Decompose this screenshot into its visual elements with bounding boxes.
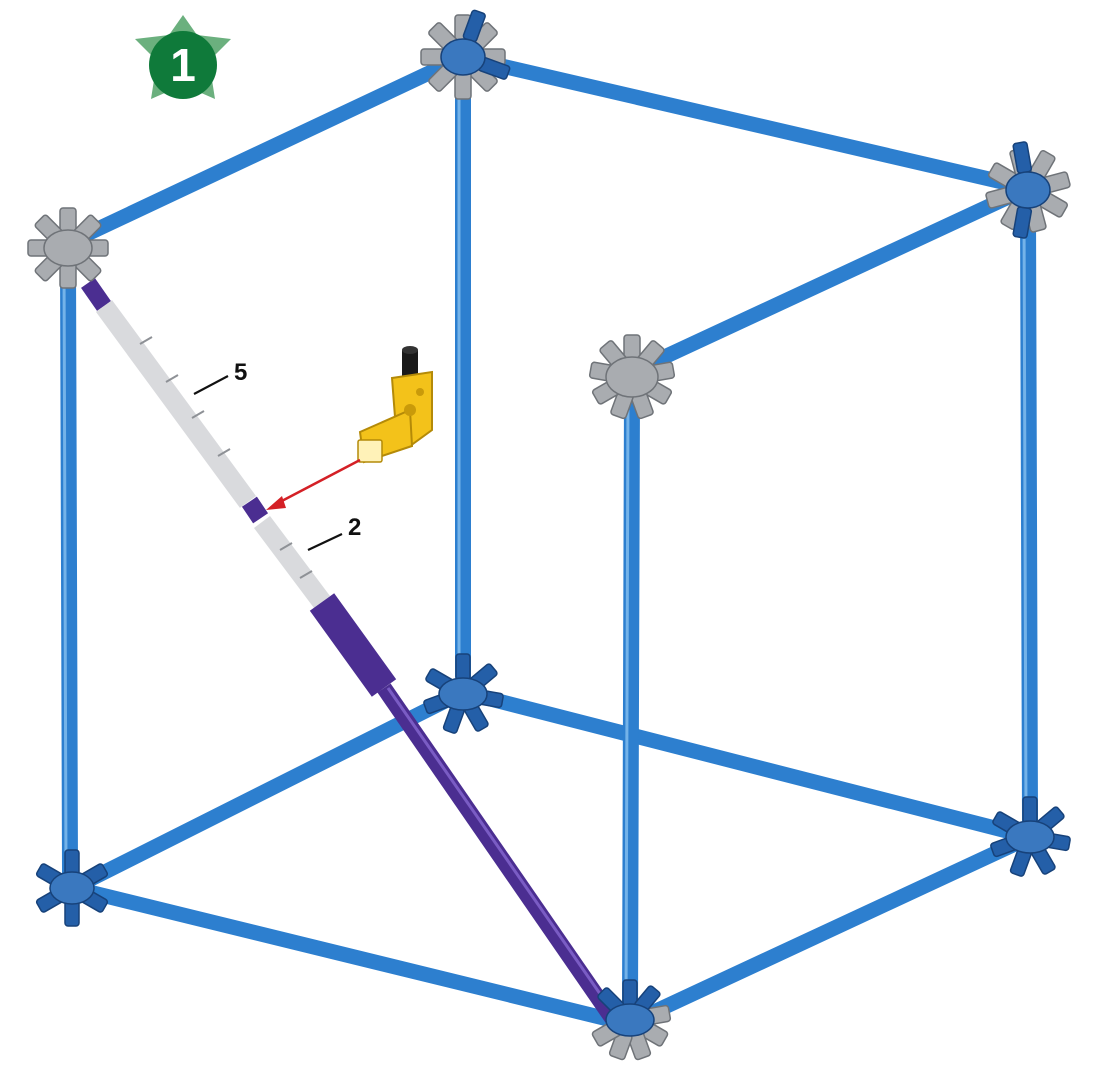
- purple-rod-thick: [309, 593, 397, 697]
- callout-label-5: 5: [234, 359, 247, 386]
- purple-connector: [241, 496, 269, 524]
- step-number: 1: [170, 39, 196, 91]
- callout-label-2: 2: [348, 514, 361, 541]
- rod-top-back-right: [455, 49, 1036, 196]
- rod-bottom-front-right: [620, 829, 1038, 1032]
- connector-top-left: [27, 207, 109, 289]
- rod-vertical-left: [60, 254, 78, 880]
- connector-top-right: [985, 141, 1071, 239]
- white-rod-5: [95, 300, 257, 508]
- frame-rods: [60, 49, 1038, 1032]
- step-badge: 1: [135, 15, 231, 99]
- callout-5: 5: [193, 359, 247, 395]
- callout-2: 2: [307, 514, 361, 551]
- purple-rod-long: [377, 683, 619, 1023]
- connector-bottom-back: [423, 653, 504, 734]
- rod-bottom-left-back: [65, 684, 471, 896]
- white-rod-2: [254, 516, 330, 608]
- connector-bottom-front: [591, 979, 672, 1061]
- connector-bottom-left: [35, 849, 109, 927]
- rod-top-back-left: [60, 49, 471, 251]
- rod-bottom-left-front: [65, 880, 636, 1032]
- connectors: [27, 9, 1071, 1061]
- diagonal-brace: [81, 278, 619, 1023]
- rod-top-front-right: [624, 180, 1036, 380]
- rod-vertical-front: [622, 384, 640, 1014]
- connector-bottom-right: [990, 796, 1071, 877]
- insertion-arrow: [266, 458, 361, 510]
- yellow-angle-clip: [357, 346, 433, 464]
- connector-top-back: [420, 9, 511, 100]
- rod-vertical-right: [1020, 202, 1038, 828]
- rod-bottom-back-right: [455, 684, 1038, 845]
- connector-top-front: [588, 334, 676, 420]
